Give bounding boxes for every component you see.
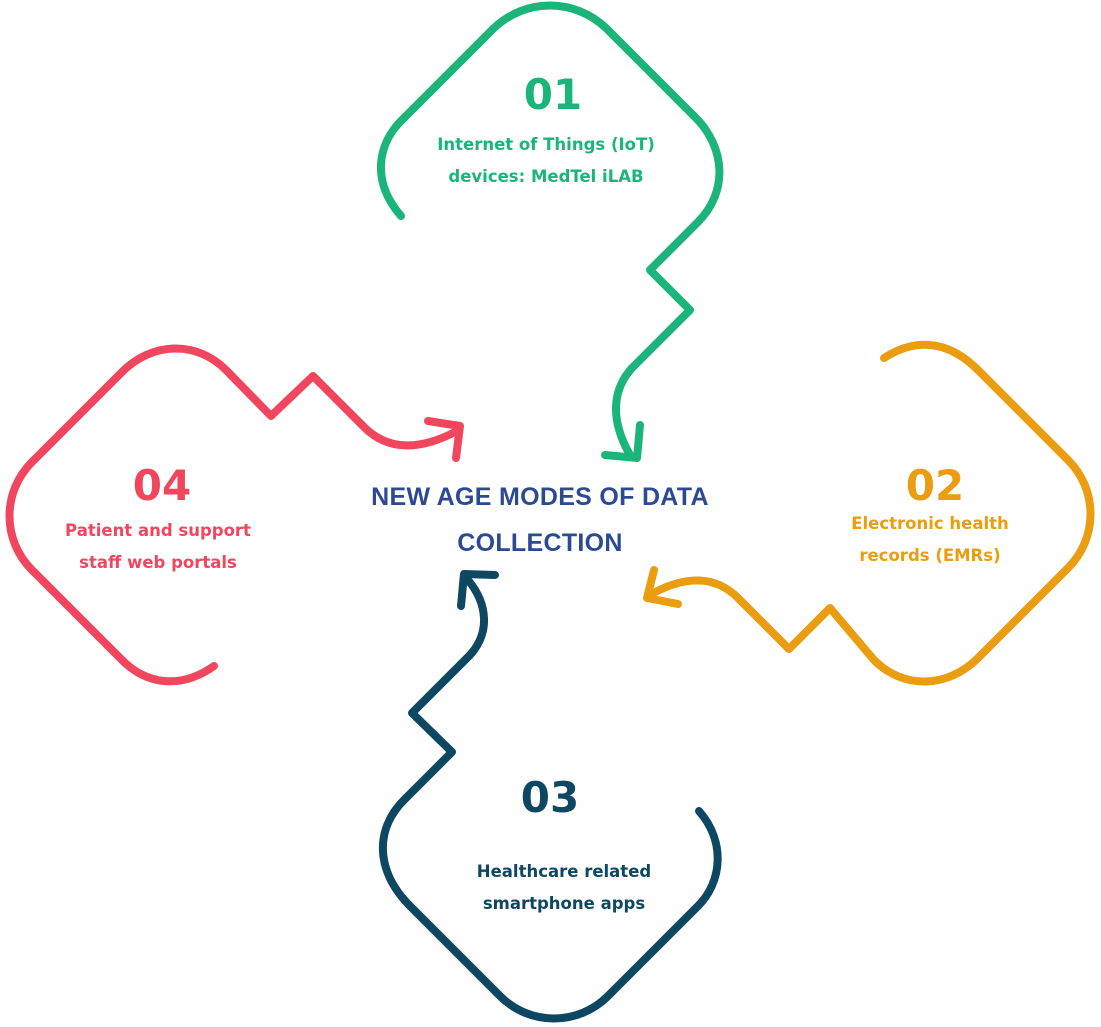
step-01-description: Internet of Things (IoT) devices: MedTel…	[406, 129, 686, 193]
step-03-arrow	[379, 570, 722, 1023]
step-04-line1: Patient and support	[65, 521, 251, 540]
step-02-line2: records (EMRs)	[859, 546, 1001, 565]
step-01-arrow	[377, 1, 724, 462]
center-title-line2: COLLECTION	[457, 529, 623, 557]
step-04-arrow	[5, 344, 464, 686]
step-04-description: Patient and support staff web portals	[48, 515, 268, 579]
step-02-description: Electronic health records (EMRs)	[820, 508, 1040, 572]
center-title: NEW AGE MODES OF DATA COLLECTION	[340, 474, 740, 566]
step-04-line2: staff web portals	[79, 553, 237, 572]
step-02-line1: Electronic health	[851, 514, 1009, 533]
step-03-number: 03	[520, 773, 580, 822]
step-01-number: 01	[523, 70, 583, 119]
step-01-line1: Internet of Things (IoT)	[437, 135, 655, 154]
step-02-arrow	[643, 340, 1095, 686]
step-04-number: 04	[132, 461, 192, 510]
step-03-line1: Healthcare related	[476, 862, 652, 881]
center-title-line1: NEW AGE MODES OF DATA	[371, 483, 709, 511]
step-03-line2: smartphone apps	[482, 894, 646, 913]
step-03-description: Healthcare related smartphone apps	[454, 856, 674, 920]
step-01-line2: devices: MedTel iLAB	[448, 167, 644, 186]
step-02-number: 02	[905, 461, 965, 510]
